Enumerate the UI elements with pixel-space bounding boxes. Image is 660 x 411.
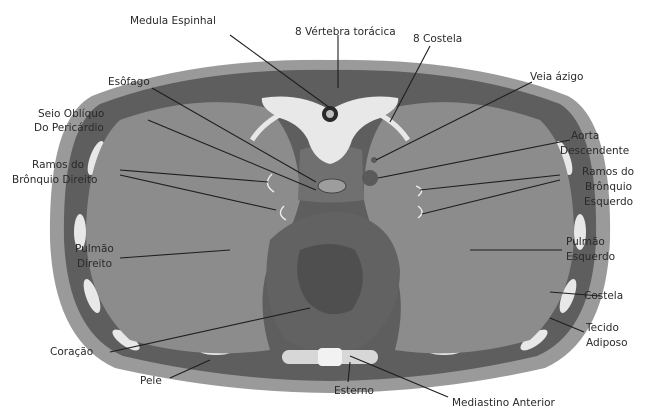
label-skin: Pele — [140, 375, 162, 387]
label-esophagus: Esôfago — [108, 76, 150, 88]
label-rib: Costela — [584, 290, 623, 302]
label-oblique-sinus-2: Do Pericárdio — [34, 122, 104, 134]
label-right-bronchi-1: Ramos do — [32, 159, 84, 171]
label-right-bronchi-2: Brônquio Direito — [12, 174, 97, 186]
label-spinal-cord: Medula Espinhal — [130, 15, 216, 27]
label-left-bronchi-2: Brônquio — [585, 181, 632, 193]
aorta — [362, 170, 378, 186]
label-aorta-1: Aorta — [571, 130, 599, 142]
label-rib8: 8 Costela — [413, 33, 462, 45]
label-left-bronchi-3: Esquerdo — [584, 196, 633, 208]
label-vertebra: 8 Vértebra torácica — [295, 26, 396, 38]
label-right-lung-1: Pulmão — [75, 243, 114, 255]
label-anterior-mediastinum: Mediastino Anterior — [452, 397, 556, 409]
label-azygos: Veia ázigo — [530, 71, 583, 83]
label-right-lung-2: Direito — [77, 258, 112, 270]
label-left-lung-2: Esquerdo — [566, 251, 615, 263]
label-heart: Coração — [50, 346, 93, 358]
label-left-bronchi-1: Ramos do — [582, 166, 634, 178]
label-aorta-2: Descendente — [560, 145, 629, 157]
label-adipose-2: Adiposo — [586, 337, 628, 349]
label-oblique-sinus-1: Seio Oblíquo — [38, 108, 104, 120]
label-left-lung-1: Pulmão — [566, 236, 605, 248]
esophagus — [318, 179, 346, 193]
label-adipose-1: Tecido — [585, 322, 619, 334]
label-sternum: Esterno — [334, 385, 374, 397]
